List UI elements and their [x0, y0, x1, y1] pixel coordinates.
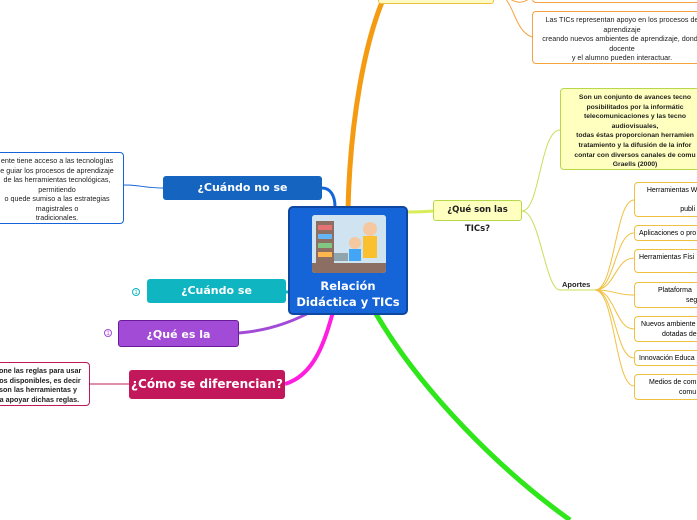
collapse-toggle-icon[interactable]: 1 — [104, 329, 112, 337]
note-line: de las herramientas tecnológicas, — [3, 175, 111, 184]
branch-cuando-si[interactable]: ¿Cuándo se encuentran? — [147, 279, 286, 321]
central-title: Relación Didáctica y TICs — [290, 278, 406, 310]
note-line: pone las reglas para usar — [0, 366, 82, 375]
note-line: creando nuevos ambientes de aprendizaje,… — [542, 34, 697, 43]
aporte-line: publi — [680, 206, 695, 213]
note-line: Graells (2000) — [612, 161, 658, 169]
note-line: magistrales o — [35, 203, 79, 213]
note-definicion[interactable]: Son un conjunto de avances tecno posibil… — [560, 88, 697, 170]
note-line: Son un conjunto de avances tecno — [578, 94, 692, 101]
note-line: tratamiento y la difusión de la infor — [578, 141, 692, 149]
note-line: permitiendo — [38, 184, 76, 194]
note-apoyo[interactable]: Las TICs representan apoyo en los proces… — [532, 11, 697, 64]
central-topic[interactable]: Relación Didáctica y TICs — [288, 206, 408, 315]
note-line: Las TICs representan apoyo en los proces… — [545, 15, 697, 24]
note-line: o quede sumiso a las estrategias — [4, 194, 110, 203]
note-line: audiovisuales, — [611, 122, 659, 130]
aporte-item[interactable]: Medios de com comu — [634, 374, 697, 400]
aporte-line: dotadas de — [662, 330, 697, 338]
branch-cuando-no[interactable]: ¿Cuándo no se encuentran? — [163, 176, 322, 218]
note-line: telecomunicaciones y las tecno — [584, 113, 686, 121]
aporte-line: comu — [679, 388, 697, 396]
note-line: contar con diversos canales de comu — [574, 151, 696, 159]
aporte-item[interactable]: Herramientas We publi — [634, 182, 697, 217]
note-line: tradicionales. — [35, 213, 79, 222]
note-line: y el alumno pueden interactuar. — [571, 53, 673, 62]
central-title-line1: Relación — [320, 279, 376, 293]
note-cuando-no[interactable]: ente tiene acceso a las tecnologías e gu… — [0, 152, 124, 224]
aporte-line: Herramientas Físi — [639, 254, 695, 261]
aporte-item[interactable]: Aplicaciones o pro — [634, 225, 697, 241]
central-title-line2: Didáctica y TICs — [296, 295, 400, 309]
aporte-line: Herramientas We — [646, 187, 697, 194]
branch-tics[interactable]: ¿Qué son las TICs? — [433, 200, 522, 234]
note-line: aprendizaje — [603, 24, 641, 34]
collapse-toggle-icon[interactable]: 1 — [132, 288, 140, 296]
note-line: son las herramientas y — [0, 385, 77, 394]
note-line: ra apoyar dichas reglas. — [0, 394, 80, 404]
note-line: sos disponibles, es decir — [0, 375, 81, 385]
branch-diferencian[interactable]: ¿Cómo se diferencian? — [129, 370, 285, 399]
aporte-item[interactable]: Innovación Educa — [634, 350, 697, 366]
teacher-student-illustration — [312, 215, 386, 273]
aporte-line — [635, 196, 697, 206]
note-line: posibilitados por la informátic — [586, 103, 684, 111]
note-line: e guiar los procesos de aprendizaje — [0, 165, 114, 175]
aporte-item[interactable]: Herramientas Físi — [634, 249, 697, 273]
aporte-item[interactable]: Nuevos ambiente dotadas de — [634, 316, 697, 342]
note-line: docente — [609, 43, 635, 53]
top-note-partial[interactable] — [532, 0, 697, 3]
aporte-line: Innovación Educa — [639, 355, 695, 362]
note-line: ente tiene acceso a las tecnologías — [0, 156, 114, 165]
aporte-line: Nuevos ambiente — [641, 321, 696, 328]
aporte-line: Plataforma — [658, 287, 692, 294]
top-branch-node-partial[interactable] — [378, 0, 494, 4]
aporte-line: Aplicaciones o pro — [639, 230, 697, 237]
note-diferencian[interactable]: pone las reglas para usar sos disponible… — [0, 362, 90, 406]
aportes-label[interactable]: Aportes — [562, 280, 591, 289]
note-line: todas éstas proporcionan herramien — [576, 132, 694, 140]
aporte-line: Medios de com — [649, 379, 697, 386]
branch-didactica[interactable]: ¿Qué es la Didáctica? — [118, 320, 239, 368]
